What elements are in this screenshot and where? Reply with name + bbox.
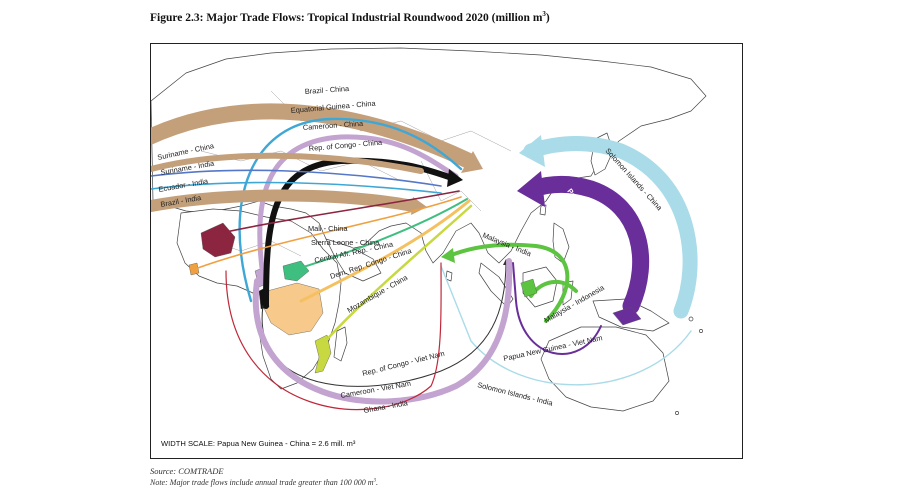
figure-title: Figure 2.3: Major Trade Flows: Tropical …: [150, 10, 550, 24]
label-brazil-china: Brazil - China: [305, 84, 351, 96]
label-sierraleone-china: Sierra Leone - China: [311, 238, 380, 247]
trade-flow-map: Brazil - China Equatorial Guinea - China…: [150, 43, 743, 459]
arrowhead-png-china: [517, 171, 545, 207]
flow-malaysia-india: [447, 242, 570, 323]
flow-suriname-india: [151, 169, 442, 187]
label-solomon-india: Solomon Islands - India: [477, 380, 555, 408]
mozambique-fill: [314, 334, 332, 374]
car-fill: [282, 260, 310, 282]
land-srilanka: [445, 270, 453, 282]
land-island-3: [675, 411, 679, 415]
label-cameroon-vietnam: Cameroon - Viet Nam: [340, 379, 412, 400]
flow-cameroon-vietnam: [252, 258, 513, 405]
land-island-2: [699, 329, 703, 333]
malaysia-fill: [520, 278, 538, 298]
flow-ghana-india: [225, 262, 442, 410]
arrowhead-solomon-china: [519, 135, 545, 167]
flow-cameroon-china: [257, 134, 459, 279]
flow-eqguinea-china: [238, 117, 463, 303]
flow-solomon-china: [523, 136, 698, 319]
width-scale-note: WIDTH SCALE: Papua New Guinea - China = …: [161, 439, 356, 448]
flow-drc-china: [299, 199, 471, 303]
land-australia: [540, 326, 670, 412]
label-mali-china: Mali - China: [308, 224, 348, 233]
png-fill: [612, 306, 642, 326]
source-note: Source: COMTRADE: [150, 466, 224, 476]
flow-png-vietnam: [512, 262, 602, 355]
flow-suriname-china: [151, 152, 424, 174]
flow-brazil-india: [151, 189, 419, 212]
arrowhead-brazil-china: [461, 151, 483, 173]
flow-solomon-india: [440, 265, 692, 386]
flow-car-china: [296, 198, 468, 270]
footnote: Note: Major trade flows include annual t…: [150, 478, 378, 487]
land-island-1: [688, 316, 694, 322]
label-cameroon-china: Cameroon - China: [303, 119, 365, 132]
flows: [151, 103, 698, 410]
flow-mali-china: [220, 190, 460, 234]
arrowhead-congo-china: [447, 169, 463, 187]
label-mozambique-china: Mozambique - China: [346, 272, 410, 314]
flow-sierraleone-china: [194, 196, 462, 270]
land-taiwan: [539, 204, 547, 216]
flow-png-china: [524, 176, 650, 315]
flow-mozambique-china: [319, 204, 473, 348]
flow-ecuador-india: [151, 181, 442, 194]
sierra-leone-fill: [188, 262, 200, 276]
arrowhead-malaysia-india: [441, 248, 455, 263]
land-madagascar: [333, 326, 348, 362]
flow-brazil-china: [151, 103, 477, 169]
